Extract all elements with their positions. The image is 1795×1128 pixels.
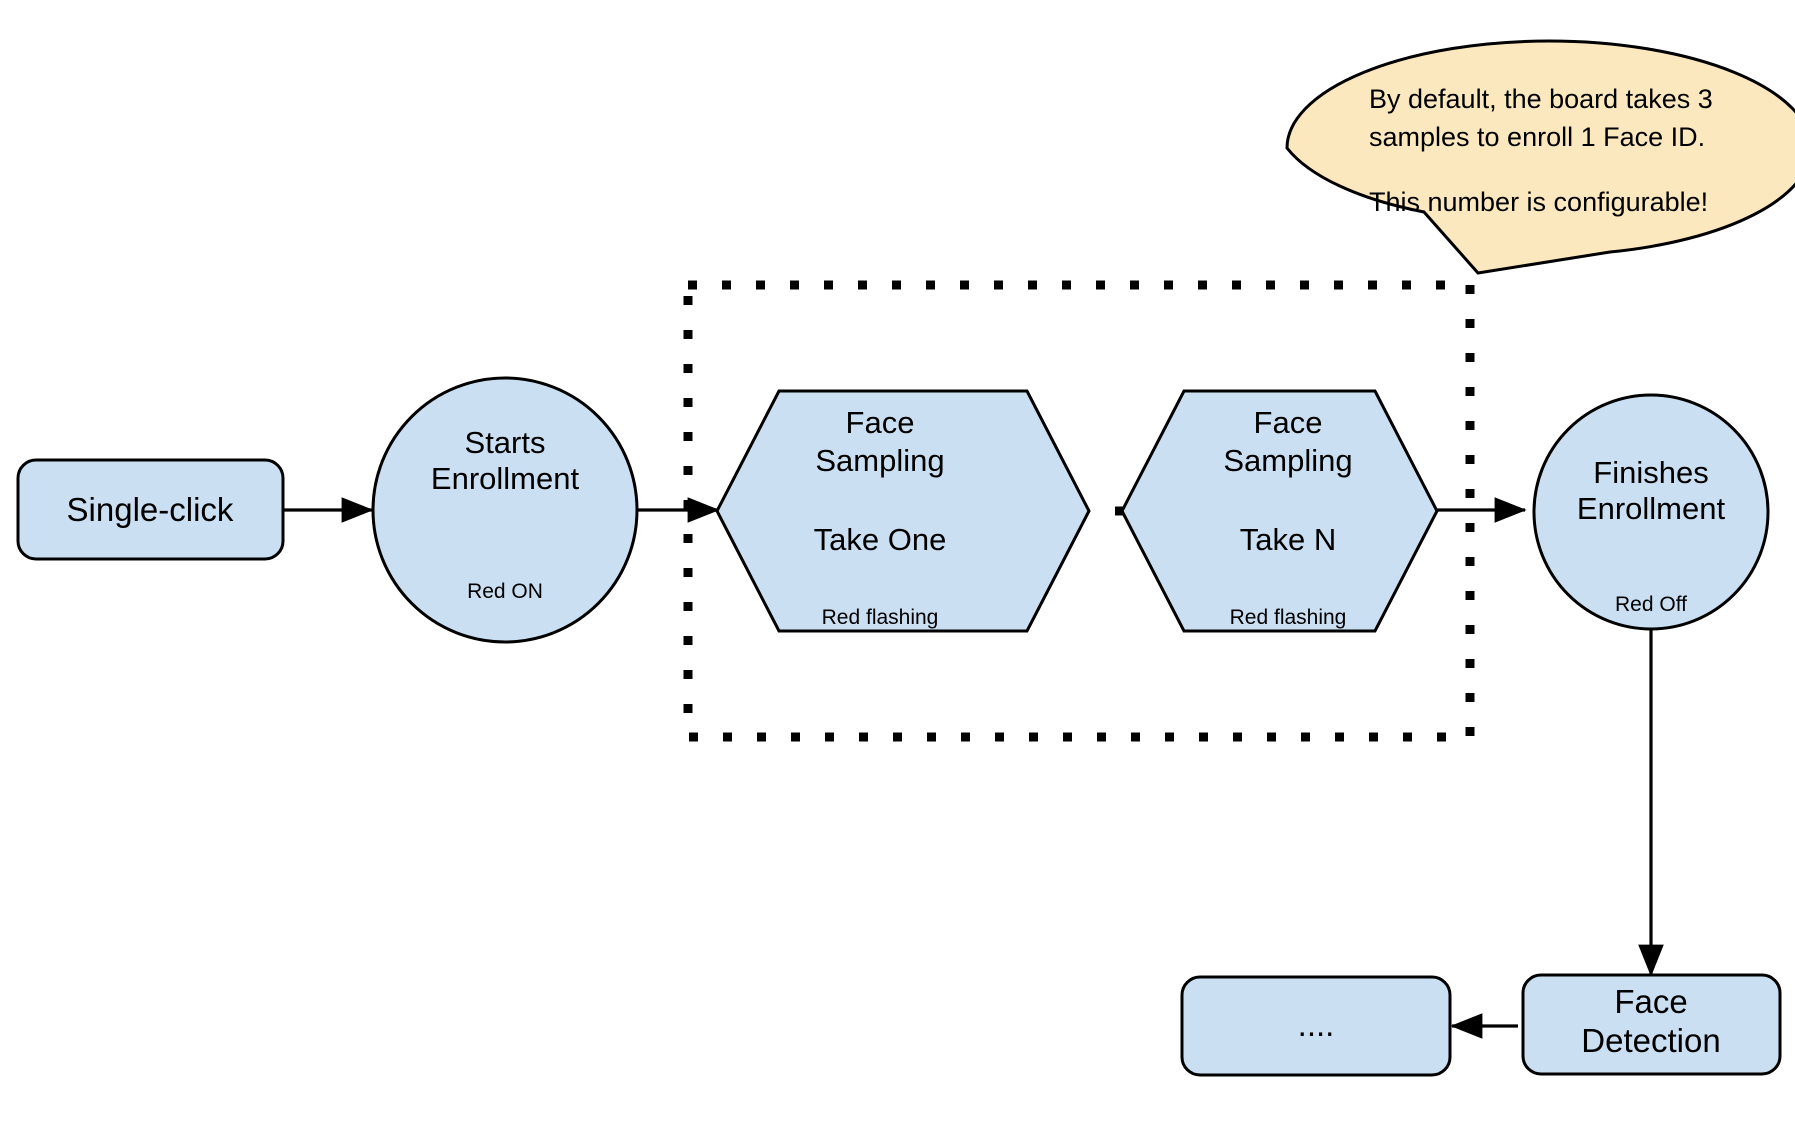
node-single-click[interactable] [16,458,285,561]
node-single-click-label: Single-click [67,491,234,528]
node-next-steps-label: .... [1298,1006,1335,1043]
node-face-sampling-one-take: Take One [814,522,947,557]
node-face-sampling-n-label-line2: Sampling [1223,443,1352,478]
node-finishes-enrollment-label-line1: Finishes [1593,455,1708,490]
callout-bubble [1285,39,1795,275]
node-face-sampling-take-n[interactable] [1120,389,1439,633]
node-face-sampling-n-take: Take N [1240,522,1336,557]
node-starts-enrollment-label-line1: Starts [465,425,546,460]
node-starts-enrollment-label-line2: Enrollment [431,461,580,496]
node-face-sampling-n-status: Red flashing [1230,606,1347,629]
node-finishes-enrollment-status: Red Off [1615,593,1687,616]
node-face-sampling-one-label-line2: Sampling [815,443,944,478]
node-face-sampling-one-status: Red flashing [822,606,939,629]
node-face-sampling-take-one[interactable] [715,389,1091,633]
node-face-sampling-one-label-line1: Face [846,405,915,440]
node-face-detection-label-line1: Face [1614,983,1687,1020]
node-face-detection[interactable] [1521,973,1782,1076]
node-face-detection-label-line2: Detection [1581,1022,1720,1059]
node-next-steps[interactable] [1180,975,1452,1077]
callout-line-1: By default, the board takes 3 [1369,84,1713,114]
node-face-sampling-n-label-line1: Face [1254,405,1323,440]
node-starts-enrollment-status: Red ON [467,580,543,603]
callout-line-3: This number is configurable! [1369,187,1708,217]
node-finishes-enrollment-label-line2: Enrollment [1577,491,1726,526]
node-finishes-enrollment[interactable] [1532,393,1770,631]
node-starts-enrollment[interactable] [371,376,639,644]
callout-line-2: samples to enroll 1 Face ID. [1369,122,1705,152]
